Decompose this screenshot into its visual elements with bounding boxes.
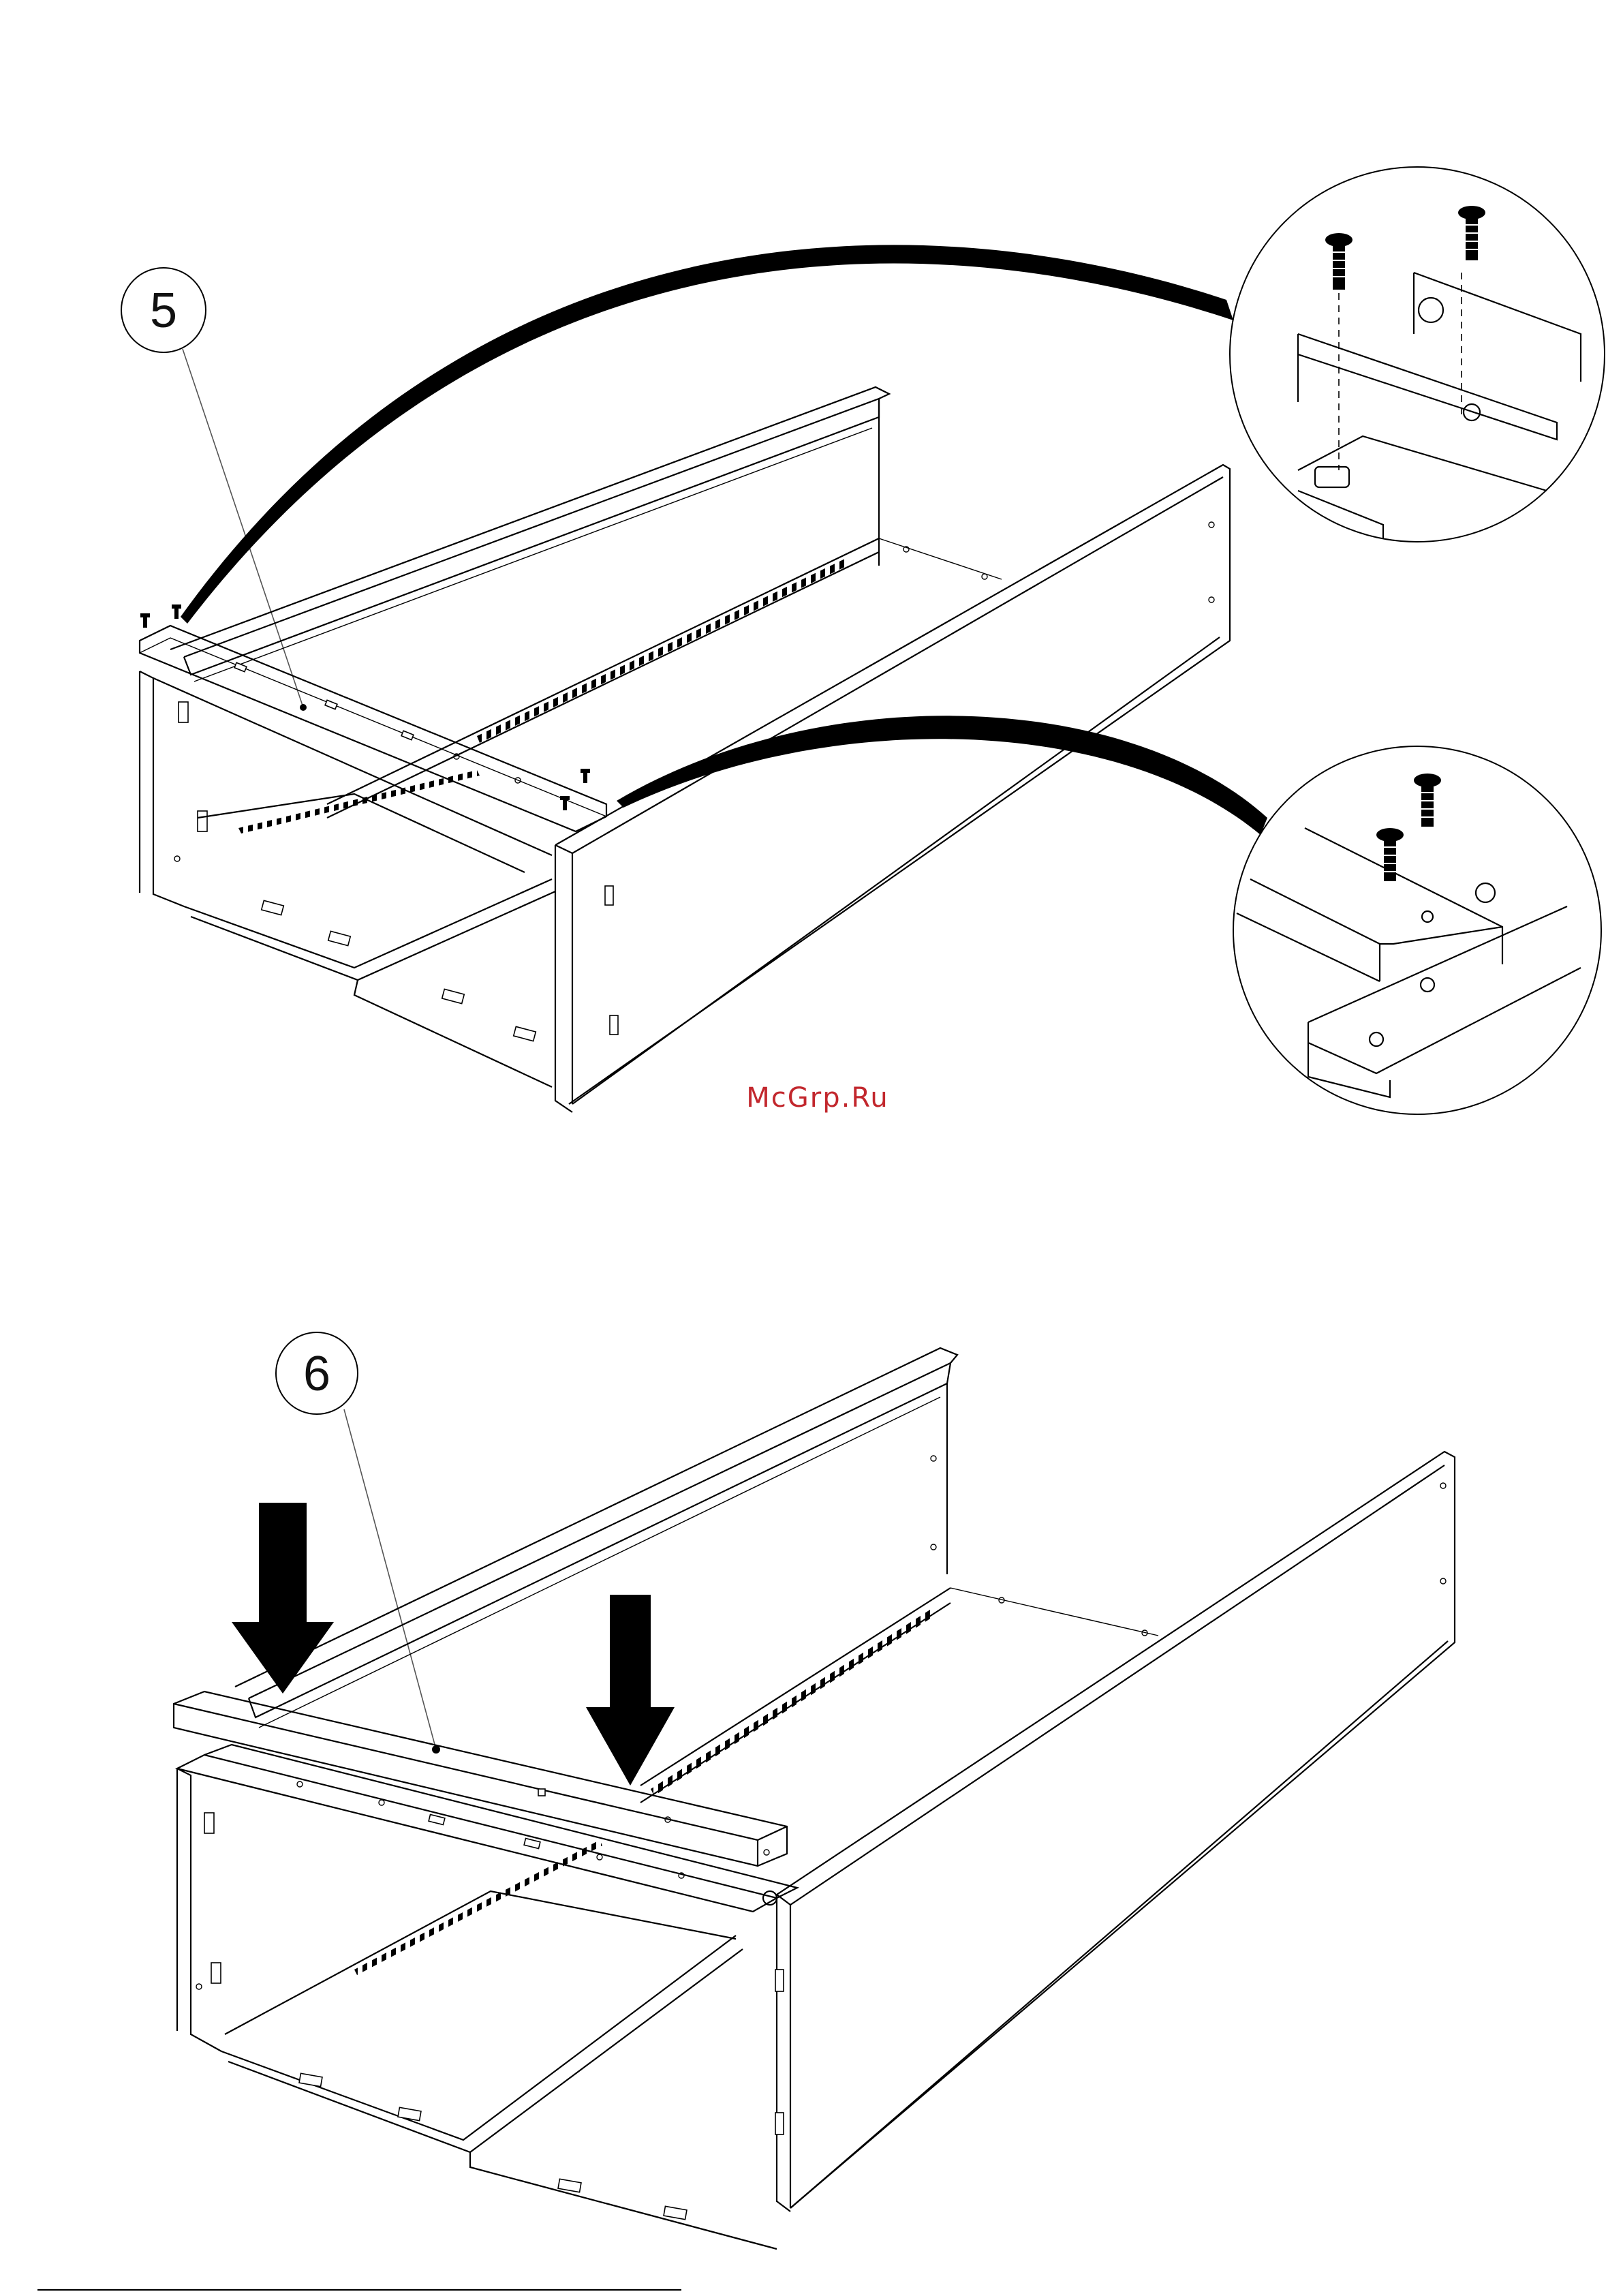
step-5-diagram: 5 [121, 167, 1605, 1114]
back-panel [170, 387, 889, 682]
screw-icon [140, 613, 150, 628]
watermark-text: McGrp.Ru [681, 1082, 954, 1114]
step-5-leader-line [183, 349, 303, 707]
bottom-plates [184, 770, 555, 1087]
detail-bottom-magnifier [1233, 746, 1601, 1114]
step-5-leader-dot [300, 704, 307, 711]
right-side-panel-6 [775, 1452, 1455, 2211]
center-rail-6 [640, 1588, 1158, 1803]
left-front-panel-6 [177, 1769, 221, 2051]
detail-top-magnifier [1230, 167, 1605, 542]
step-5-number: 5 [150, 284, 177, 338]
step-6-leader-line [344, 1409, 436, 1749]
screw-icon [581, 769, 590, 783]
left-front-panel [140, 671, 552, 906]
screw-icon [560, 796, 570, 810]
bottom-plates-6 [221, 1840, 777, 2249]
detail-callout-arc-bottom [617, 716, 1267, 835]
step-6-diagram: 6 [174, 1332, 1455, 2249]
down-arrow-icon [586, 1595, 675, 1786]
detail-callout-arc-top [181, 245, 1233, 624]
step-5-badge: 5 [121, 268, 307, 711]
screw-icon [172, 604, 181, 619]
step-6-number: 6 [303, 1347, 330, 1401]
step-6-cross-beam [174, 1692, 787, 1866]
